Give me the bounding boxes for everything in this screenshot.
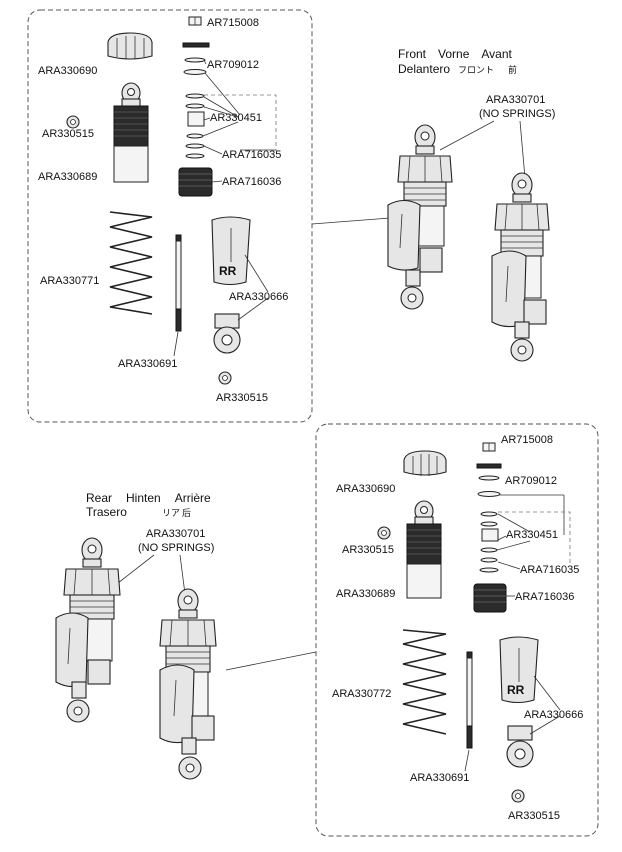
front-header-de: Vorne — [438, 47, 470, 61]
front-spring-cup-part: RR — [211, 216, 251, 286]
rear-header-ja: リア — [162, 509, 180, 519]
rear-assembled-shock-left — [55, 537, 121, 723]
front-shock-body-part — [113, 82, 149, 183]
front-shock-cap-part — [107, 32, 153, 60]
rear-label-seals: AR330451 — [506, 529, 558, 541]
svg-text:RR: RR — [219, 264, 237, 278]
rear-kit: AR715008 ARA330690 AR709012 — [55, 423, 599, 837]
front-collar-part — [178, 167, 213, 197]
rear-assembly-part: ARA330701 — [146, 528, 205, 540]
front-shaft-part — [175, 234, 182, 332]
front-label-shock-body: ARA330689 — [38, 171, 97, 183]
front-label-oring: ARA716035 — [222, 149, 281, 161]
front-label-shim: AR709012 — [207, 59, 259, 71]
svg-text:Trasero: Trasero — [86, 505, 127, 519]
svg-text:リア后: リア后 — [162, 508, 191, 519]
rear-assembly-note: (NO SPRINGS) — [138, 542, 214, 554]
front-kit: AR715008 ARA330690 AR709012 — [27, 9, 555, 423]
front-label-shock-cap: ARA330690 — [38, 65, 97, 77]
rear-assembled-shock-right — [159, 588, 217, 780]
front-label-cap-clip: AR715008 — [207, 17, 259, 29]
svg-text:Delantero: Delantero — [398, 62, 450, 76]
rear-bushing-bottom-part — [511, 789, 525, 803]
rear-rod-end-part — [506, 725, 534, 768]
front-kit-box — [27, 9, 313, 423]
rear-label-oring: ARA716035 — [520, 564, 579, 576]
rear-label-shock-cap: ARA330690 — [336, 483, 395, 495]
rear-shim-stack — [476, 463, 502, 573]
front-header-en: Front — [398, 47, 427, 61]
front-spring-part — [109, 211, 153, 315]
rear-label-bushing-bottom: AR330515 — [508, 810, 560, 822]
rear-kit-box — [315, 423, 599, 837]
front-assembled-shock-left — [387, 124, 453, 310]
rear-spring-cup-part: RR — [499, 636, 539, 704]
front-header-es: Delantero — [398, 62, 450, 76]
front-label-bushing-bottom: AR330515 — [216, 392, 268, 404]
front-label-spring: ARA330771 — [40, 275, 99, 287]
front-label-seals: AR330451 — [210, 112, 262, 124]
svg-text:RR: RR — [507, 683, 525, 697]
rear-header-zh: 后 — [182, 508, 191, 519]
front-assembly-part: ARA330701 — [486, 94, 545, 106]
rear-label-spring-cup: ARA330666 — [524, 709, 583, 721]
front-cap-clip-part — [188, 16, 202, 26]
front-label-shaft: ARA330691 — [118, 358, 177, 370]
front-assembled-shock-right — [491, 172, 550, 362]
rear-cap-clip-part — [482, 442, 496, 452]
rear-label-collar: ARA716036 — [515, 591, 574, 603]
rear-header-en: Rear — [86, 491, 112, 505]
rear-bushing-part — [377, 526, 391, 540]
front-header-zh: 前 — [508, 64, 517, 76]
rear-header-fr: Arrière — [175, 491, 211, 505]
rear-shock-cap-part — [403, 450, 447, 476]
front-header-fr: Avant — [481, 47, 512, 61]
rear-label-bushing: AR330515 — [342, 544, 394, 556]
front-label-collar: ARA716036 — [222, 176, 281, 188]
front-label-bushing: AR330515 — [42, 128, 94, 140]
rear-header-es: Trasero — [86, 505, 127, 519]
front-header-ja: フロント — [458, 66, 494, 76]
front-bushing-part — [66, 115, 80, 129]
rear-shock-body-part — [406, 500, 442, 599]
rear-label-shock-body: ARA330689 — [336, 588, 395, 600]
rear-label-shaft: ARA330691 — [410, 772, 469, 784]
rear-label-shim: AR709012 — [505, 475, 557, 487]
rear-header-de: Hinten — [126, 491, 161, 505]
front-shim-stack — [182, 42, 210, 159]
front-assembly-note: (NO SPRINGS) — [479, 108, 555, 120]
front-label-spring-cup: ARA330666 — [229, 291, 288, 303]
front-rod-end-part — [213, 313, 241, 354]
front-bushing-bottom-part — [218, 371, 232, 385]
rear-spring-part — [402, 629, 447, 735]
rear-label-spring: ARA330772 — [332, 688, 391, 700]
rear-label-cap-clip: AR715008 — [501, 434, 553, 446]
rear-shaft-part — [466, 651, 473, 749]
rear-collar-part — [473, 583, 507, 613]
